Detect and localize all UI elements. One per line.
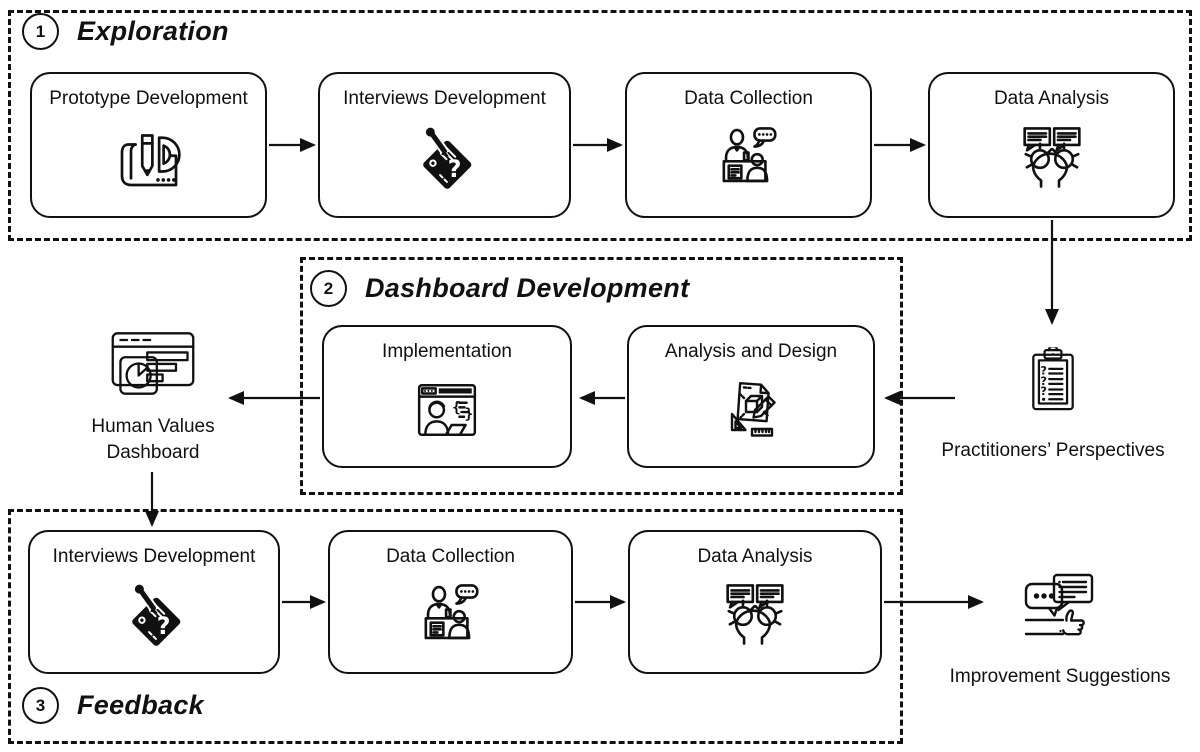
interview-desk-icon bbox=[414, 580, 488, 650]
artifact-improvement-suggestions: Improvement Suggestions bbox=[930, 572, 1190, 690]
step-label: Data Collection bbox=[386, 546, 515, 567]
phase-dashboard-development-box bbox=[300, 257, 903, 495]
feedback-thumbs-up-icon bbox=[1021, 572, 1099, 642]
phase-title: Feedback bbox=[77, 690, 204, 720]
step-analysis-and-design: Analysis and Design bbox=[627, 325, 875, 468]
step-interviews-development: Interviews Development bbox=[318, 72, 571, 218]
phase-number-badge: 1 bbox=[22, 13, 59, 50]
thinking-head-gears-icon bbox=[716, 580, 794, 650]
step-label: Interviews Development bbox=[52, 546, 256, 567]
phase-dashboard-development-header: 2 Dashboard Development bbox=[310, 270, 689, 307]
prototype-sketch-icon bbox=[110, 122, 188, 194]
phase-exploration-header: 1 Exploration bbox=[22, 13, 229, 50]
phase-title: Exploration bbox=[77, 16, 229, 46]
step-label: Prototype Development bbox=[49, 88, 248, 109]
thinking-head-gears-icon bbox=[1013, 123, 1091, 193]
clipboard-questions-icon bbox=[1023, 346, 1083, 416]
step-implementation: Implementation bbox=[322, 325, 572, 468]
step-label: Implementation bbox=[382, 341, 512, 362]
blueprint-tools-icon bbox=[717, 378, 785, 442]
artifact-label: Practitioners’ Perspectives bbox=[941, 440, 1165, 461]
step-interviews-development-feedback: Interviews Development bbox=[28, 530, 280, 674]
artifact-label: Human Values Dashboard bbox=[91, 416, 215, 463]
step-data-analysis: Data Analysis bbox=[928, 72, 1175, 218]
phase-exploration-box bbox=[8, 10, 1192, 241]
phase-number-badge: 2 bbox=[310, 270, 347, 307]
artifact-practitioners-perspectives: Practitioners’ Perspectives bbox=[923, 346, 1183, 464]
developer-browser-icon bbox=[412, 377, 482, 443]
artifact-human-values-dashboard: Human Values Dashboard bbox=[85, 328, 221, 465]
step-prototype-development: Prototype Development bbox=[30, 72, 267, 218]
artifact-label: Improvement Suggestions bbox=[949, 666, 1171, 687]
dashboard-window-icon bbox=[107, 328, 199, 398]
step-label: Data Analysis bbox=[993, 88, 1110, 109]
step-label: Data Collection bbox=[684, 88, 813, 109]
step-label: Data Analysis bbox=[697, 546, 813, 567]
step-data-collection-feedback: Data Collection bbox=[328, 530, 573, 674]
questionnaire-pencil-icon bbox=[407, 122, 483, 194]
phase-number-badge: 3 bbox=[22, 687, 59, 724]
step-data-analysis-feedback: Data Analysis bbox=[628, 530, 882, 674]
phase-title: Dashboard Development bbox=[365, 273, 690, 303]
phase-feedback-header: 3 Feedback bbox=[22, 687, 204, 724]
step-label: Analysis and Design bbox=[664, 341, 838, 362]
interview-desk-icon bbox=[712, 123, 786, 193]
phase-feedback-box bbox=[8, 509, 903, 744]
step-data-collection: Data Collection bbox=[625, 72, 872, 218]
step-label: Interviews Development bbox=[343, 88, 546, 109]
questionnaire-pencil-icon bbox=[116, 579, 192, 651]
